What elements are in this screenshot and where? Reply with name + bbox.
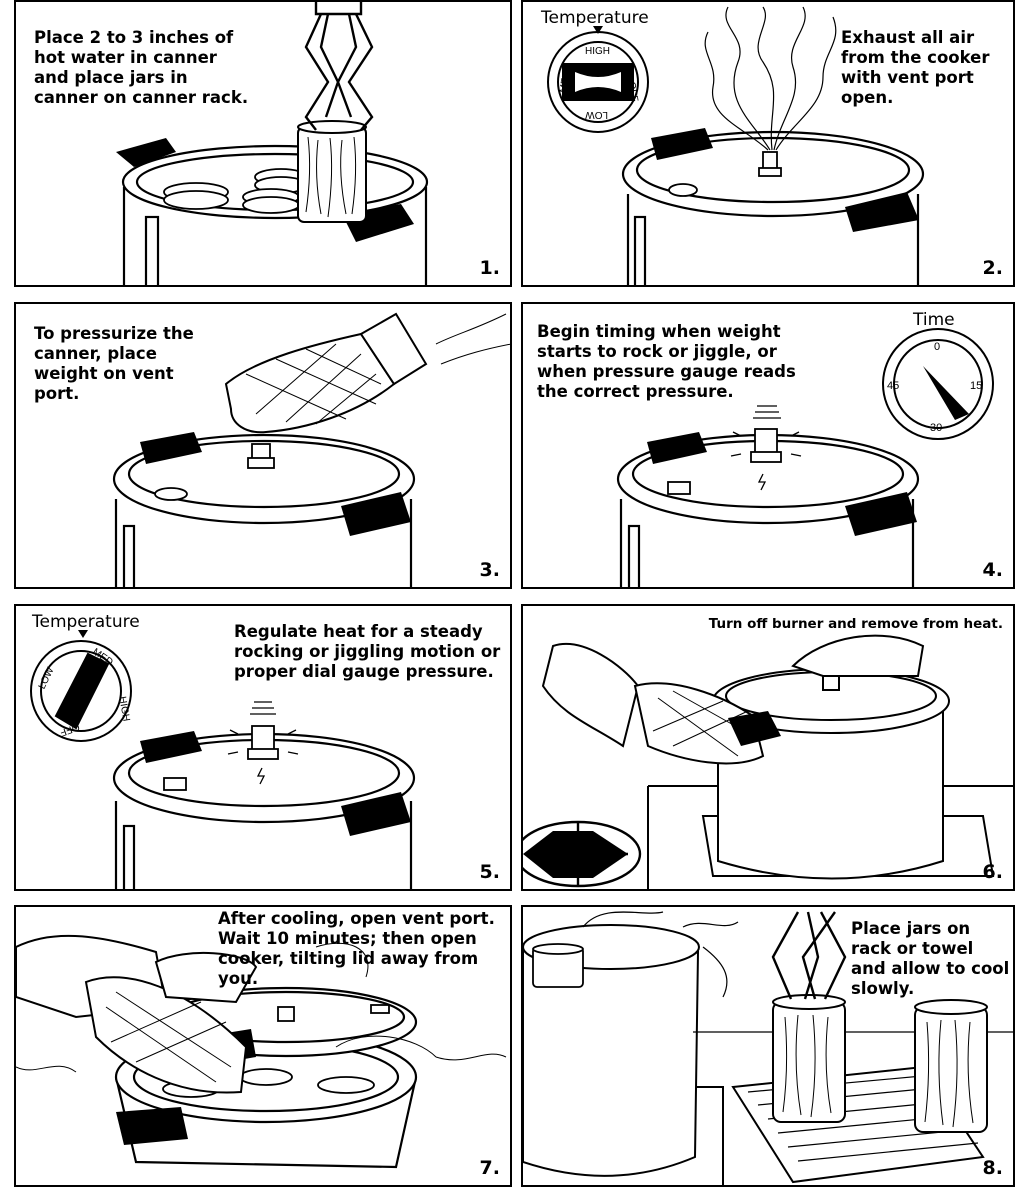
step-4-instruction: Begin timing when weight starts to rock …	[537, 322, 796, 401]
step-6-panel: Turn off burner and remove from heat. 6.	[521, 604, 1015, 891]
cool-jars-illustration	[523, 911, 1013, 1185]
jars-into-canner-illustration	[116, 2, 429, 285]
temperature-dial-title: Temperature	[541, 8, 649, 28]
time-label-45: 45	[887, 380, 899, 392]
step-2-panel: HIGH OFF LOW MED Temperature Exhaust all…	[521, 0, 1015, 287]
exhaust-air-illustration: HIGH OFF LOW MED	[547, 6, 925, 285]
step-1-panel: Place 2 to 3 inches of hot water in cann…	[14, 0, 512, 287]
step-6-number: 6.	[982, 861, 1003, 883]
weight-rocking-illustration: 0 15 30 45	[616, 328, 994, 587]
step-5-instruction: Regulate heat for a steady rocking or ji…	[234, 622, 501, 681]
step-6-instruction: Turn off burner and remove from heat.	[708, 616, 1003, 632]
step-5-number: 5.	[479, 861, 500, 883]
timer-dial	[882, 328, 994, 440]
temperature-dial	[547, 26, 649, 133]
step-7-number: 7.	[479, 1157, 500, 1179]
temp-label-low: LOW	[585, 109, 608, 120]
step-1-instruction: Place 2 to 3 inches of hot water in cann…	[34, 28, 249, 107]
temp-label-high-2: HIGH	[116, 696, 131, 723]
step-7-panel: After cooling, open vent port. Wait 10 m…	[14, 905, 512, 1187]
step-3-instruction: To pressurize the canner, place weight o…	[34, 324, 194, 403]
timer-dial-title: Time	[913, 310, 955, 330]
time-label-15: 15	[970, 380, 982, 392]
place-weight-illustration	[112, 312, 510, 587]
open-cooker-illustration	[16, 934, 507, 1169]
step-3-number: 3.	[479, 559, 500, 581]
step-8-instruction: Place jars on rack or towel and allow to…	[851, 919, 1010, 998]
step-8-panel: Place jars on rack or towel and allow to…	[521, 905, 1015, 1187]
step-3-panel: To pressurize the canner, place weight o…	[14, 302, 512, 589]
step-4-panel: 0 15 30 45 Time Begin timing when weight…	[521, 302, 1015, 589]
time-label-0: 0	[934, 341, 940, 353]
time-label-30: 30	[930, 422, 942, 434]
step-5-panel: MED HIGH OFF LOW Temperature Regulate he…	[14, 604, 512, 891]
temp-label-off: OFF	[625, 81, 639, 103]
temperature-dial-title-2: Temperature	[32, 612, 140, 632]
temp-label-high: HIGH	[585, 46, 610, 57]
remove-from-heat-illustration	[523, 634, 1013, 889]
step-2-number: 2.	[982, 257, 1003, 279]
step-1-number: 1.	[479, 257, 500, 279]
step-7-instruction: After cooling, open vent port. Wait 10 m…	[218, 909, 495, 988]
step-2-instruction: Exhaust all air from the cooker with ven…	[841, 28, 990, 107]
temperature-dial-med	[30, 630, 132, 742]
regulate-heat-illustration: MED HIGH OFF LOW	[30, 630, 416, 889]
step-4-number: 4.	[982, 559, 1003, 581]
temp-label-med: MED	[558, 70, 573, 94]
step-8-number: 8.	[982, 1157, 1003, 1179]
